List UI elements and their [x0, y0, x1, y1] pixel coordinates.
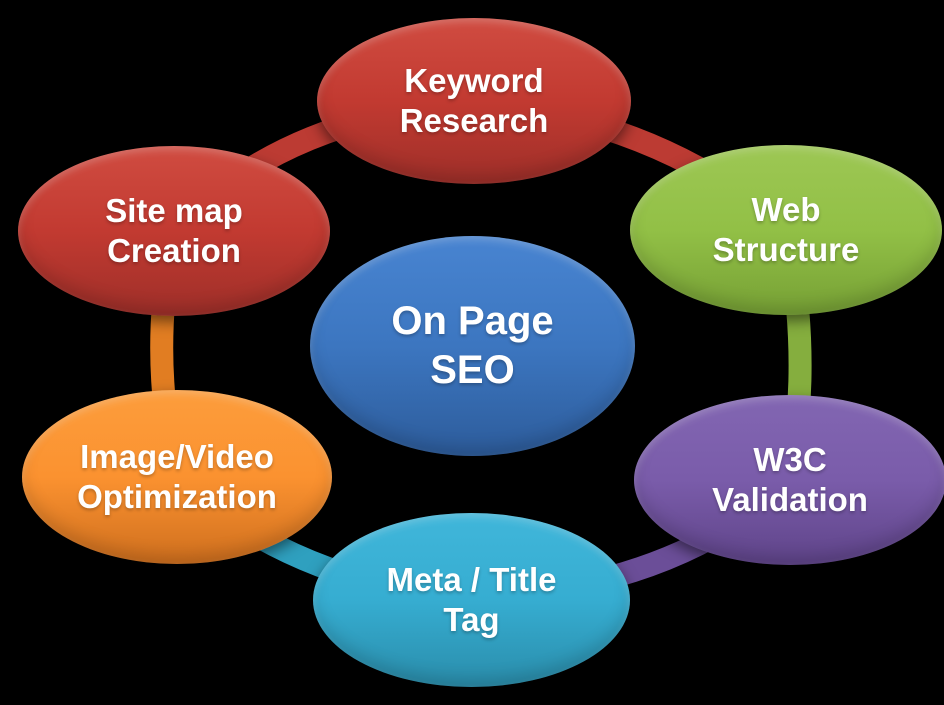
node-image-video-optimization-label: Image/Video Optimization	[77, 437, 277, 515]
node-w3c-validation: W3C Validation	[634, 395, 944, 565]
node-on-page-seo-label: On Page SEO	[391, 299, 554, 392]
node-site-map-creation: Site map Creation	[18, 146, 330, 316]
node-on-page-seo: On Page SEO	[310, 236, 635, 456]
node-keyword-research-label: Keyword Research	[399, 61, 549, 139]
node-keyword-research: Keyword Research	[317, 18, 631, 184]
node-meta-title-tag-label: Meta / Title Tag	[386, 560, 557, 638]
node-meta-title-tag: Meta / Title Tag	[313, 513, 630, 687]
node-w3c-validation-label: W3C Validation	[712, 440, 868, 518]
node-site-map-creation-label: Site map Creation	[105, 191, 243, 269]
node-web-structure: Web Structure	[630, 145, 942, 315]
node-image-video-optimization: Image/Video Optimization	[22, 390, 332, 564]
node-web-structure-label: Web Structure	[712, 190, 860, 268]
